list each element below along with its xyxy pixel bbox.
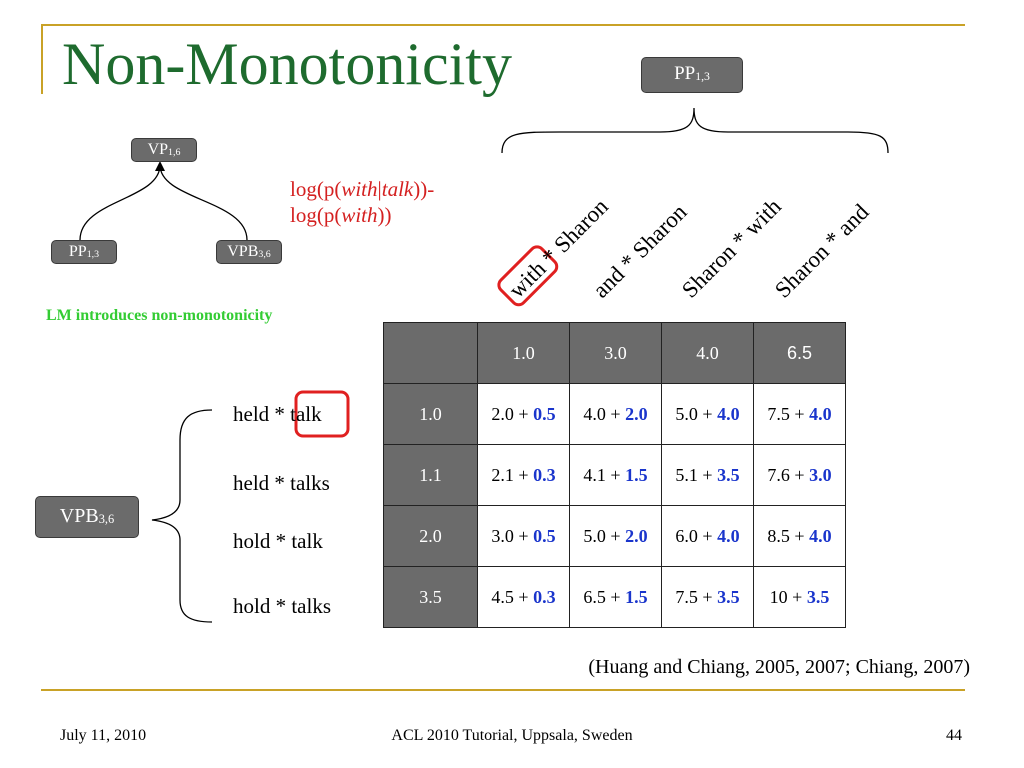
table-cell: 8.5 + 4.0 (753, 505, 846, 567)
table-row: 1.1 2.1 + 0.3 4.1 + 1.5 5.1 + 3.5 7.6 + … (383, 444, 846, 506)
column-header: 3.0 (569, 322, 662, 384)
tree-arrowhead (155, 161, 165, 171)
table-cell: 2.1 + 0.3 (477, 444, 570, 506)
cost-grid: 1.0 3.0 4.0 6.5 1.0 2.0 + 0.5 4.0 + 2.0 … (383, 322, 846, 628)
table-cell: 5.0 + 2.0 (569, 505, 662, 567)
column-header: 6.5 (753, 322, 846, 384)
title-rule-horizontal (41, 24, 965, 26)
footer-date: July 11, 2010 (60, 727, 147, 744)
table-row: 2.0 3.0 + 0.5 5.0 + 2.0 6.0 + 4.0 8.5 + … (383, 505, 846, 567)
with-highlight (497, 245, 559, 307)
vpb-span-node: VPB3,6 (35, 496, 139, 538)
column-header: 1.0 (477, 322, 570, 384)
pp-child-node: PP1,3 (51, 240, 117, 264)
vpb-brace (151, 409, 213, 623)
table-cell: 6.0 + 4.0 (661, 505, 754, 567)
table-cell: 2.0 + 0.5 (477, 383, 570, 445)
column-header: 4.0 (661, 322, 754, 384)
table-cell: 4.5 + 0.3 (477, 566, 570, 628)
pp-span-node: PP1,3 (641, 57, 743, 93)
table-header-row: 1.0 3.0 4.0 6.5 (383, 322, 846, 384)
pp-brace (501, 107, 889, 154)
tree-edge-left (79, 164, 161, 241)
slide-title: Non-Monotonicity (62, 31, 512, 97)
footer-page-number: 44 (946, 727, 962, 744)
tree-edge-right (159, 164, 248, 241)
table-cell: 4.1 + 1.5 (569, 444, 662, 506)
table-cell: 6.5 + 1.5 (569, 566, 662, 628)
table-row: 3.5 4.5 + 0.3 6.5 + 1.5 7.5 + 3.5 10 + 3… (383, 566, 846, 628)
lm-note: LM introduces non-monotonicity (46, 307, 273, 324)
vpb-hypothesis: held * talk (233, 402, 322, 426)
formula-line-2: log(p(with)) (290, 203, 392, 227)
table-cell: 7.5 + 4.0 (753, 383, 846, 445)
title-rule-vertical (41, 24, 43, 94)
corner-cell (383, 322, 478, 384)
row-header: 1.0 (383, 383, 478, 445)
row-header: 3.5 (383, 566, 478, 628)
table-cell: 7.5 + 3.5 (661, 566, 754, 628)
table-cell: 3.0 + 0.5 (477, 505, 570, 567)
table-cell: 5.1 + 3.5 (661, 444, 754, 506)
table-cell: 10 + 3.5 (753, 566, 846, 628)
table-cell: 5.0 + 4.0 (661, 383, 754, 445)
table-cell: 4.0 + 2.0 (569, 383, 662, 445)
row-header: 2.0 (383, 505, 478, 567)
formula-line-1: log(p(with|talk))- (290, 177, 435, 201)
citation: (Huang and Chiang, 2005, 2007; Chiang, 2… (588, 656, 970, 678)
footer-rule (41, 689, 965, 691)
vpb-hypothesis: hold * talks (233, 594, 331, 618)
table-cell: 7.6 + 3.0 (753, 444, 846, 506)
row-header: 1.1 (383, 444, 478, 506)
vpb-hypothesis: held * talks (233, 471, 330, 495)
table-row: 1.0 2.0 + 0.5 4.0 + 2.0 5.0 + 4.0 7.5 + … (383, 383, 846, 445)
vpb-child-node: VPB3,6 (216, 240, 282, 264)
talk-highlight (294, 390, 350, 438)
lm-formula: log(p(with|talk))- log(p(with)) (290, 176, 434, 228)
vp-root-node: VP1,6 (131, 138, 197, 162)
vpb-hypothesis: hold * talk (233, 529, 323, 553)
footer-event: ACL 2010 Tutorial, Uppsala, Sweden (391, 727, 633, 744)
